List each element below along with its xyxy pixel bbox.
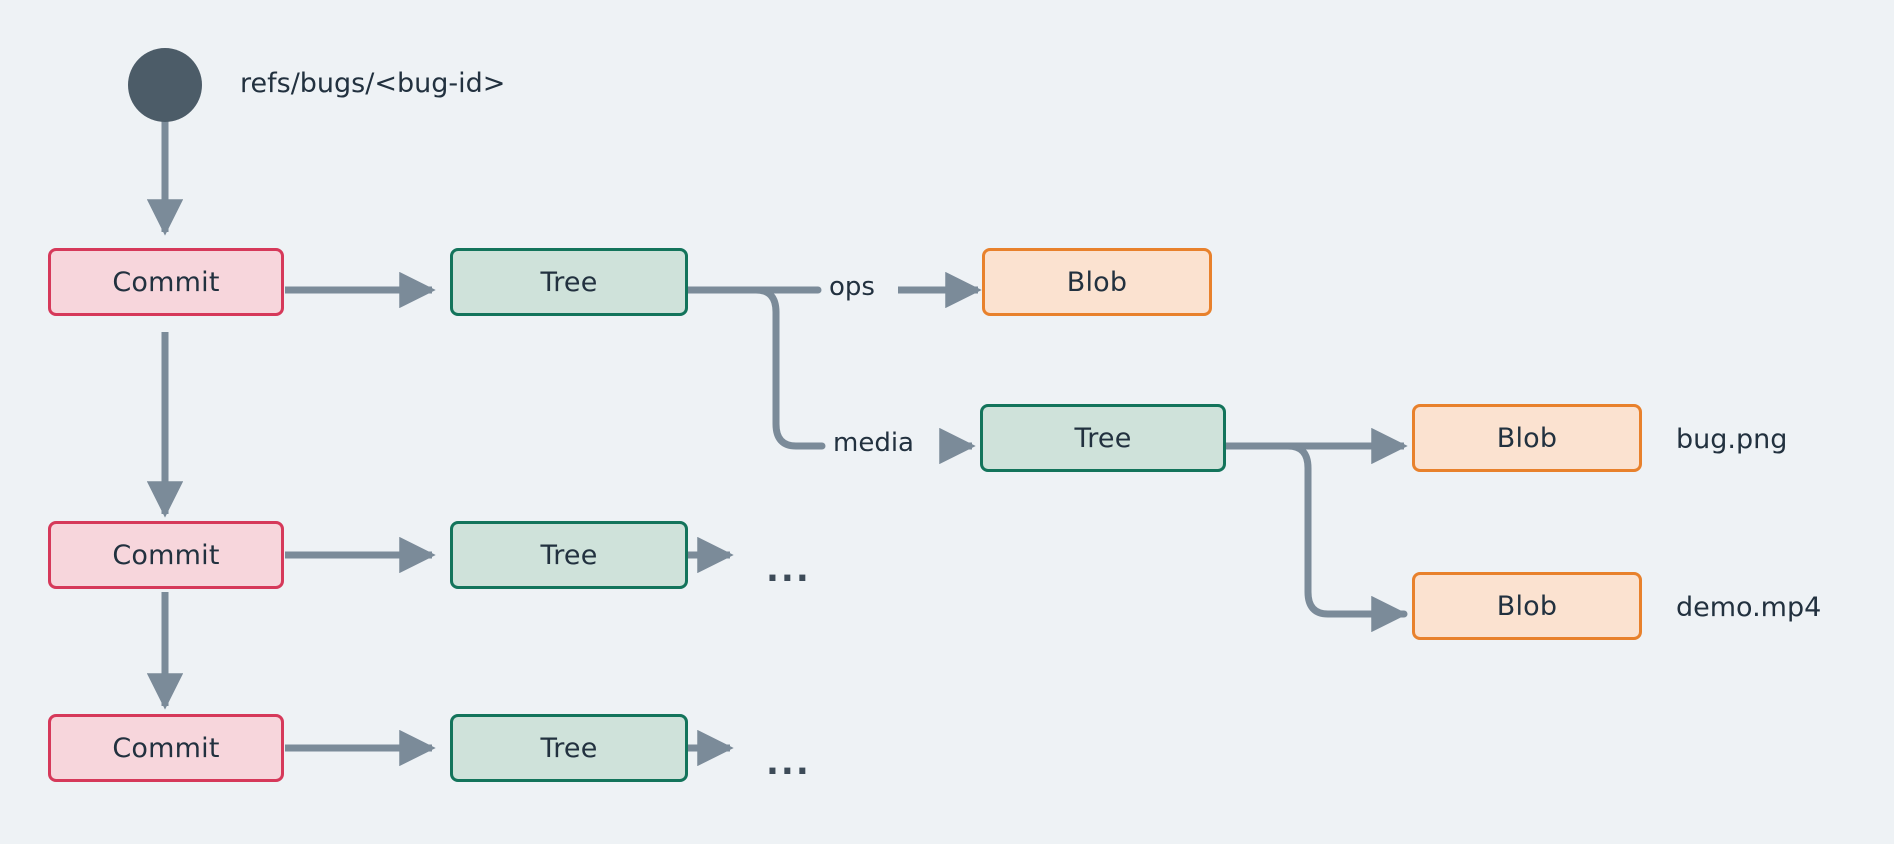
edge-tree1-to-media bbox=[684, 286, 826, 450]
commit-node-2[interactable]: Commit bbox=[48, 521, 284, 589]
commit-node-1[interactable]: Commit bbox=[48, 248, 284, 316]
tree-node-3[interactable]: Tree bbox=[450, 714, 688, 782]
blob-node-demo-mp4[interactable]: Blob bbox=[1412, 572, 1642, 640]
edge-label-ops: ops bbox=[826, 272, 878, 302]
ellipsis-tree-2: ... bbox=[766, 550, 811, 590]
edge-label-media: media bbox=[830, 428, 917, 458]
tree-node-media[interactable]: Tree bbox=[980, 404, 1226, 472]
root-ref-label: refs/bugs/<bug-id> bbox=[240, 68, 506, 99]
file-label-bug-png: bug.png bbox=[1676, 424, 1788, 455]
tree-node-1[interactable]: Tree bbox=[450, 248, 688, 316]
root-ref-dot[interactable] bbox=[128, 48, 202, 122]
tree-node-2[interactable]: Tree bbox=[450, 521, 688, 589]
blob-node-bug-png[interactable]: Blob bbox=[1412, 404, 1642, 472]
blob-node-ops[interactable]: Blob bbox=[982, 248, 1212, 316]
commit-node-3[interactable]: Commit bbox=[48, 714, 284, 782]
edge-treemedia-to-demomp4 bbox=[1222, 442, 1408, 633]
ellipsis-tree-3: ... bbox=[766, 743, 811, 783]
file-label-demo-mp4: demo.mp4 bbox=[1676, 592, 1822, 623]
